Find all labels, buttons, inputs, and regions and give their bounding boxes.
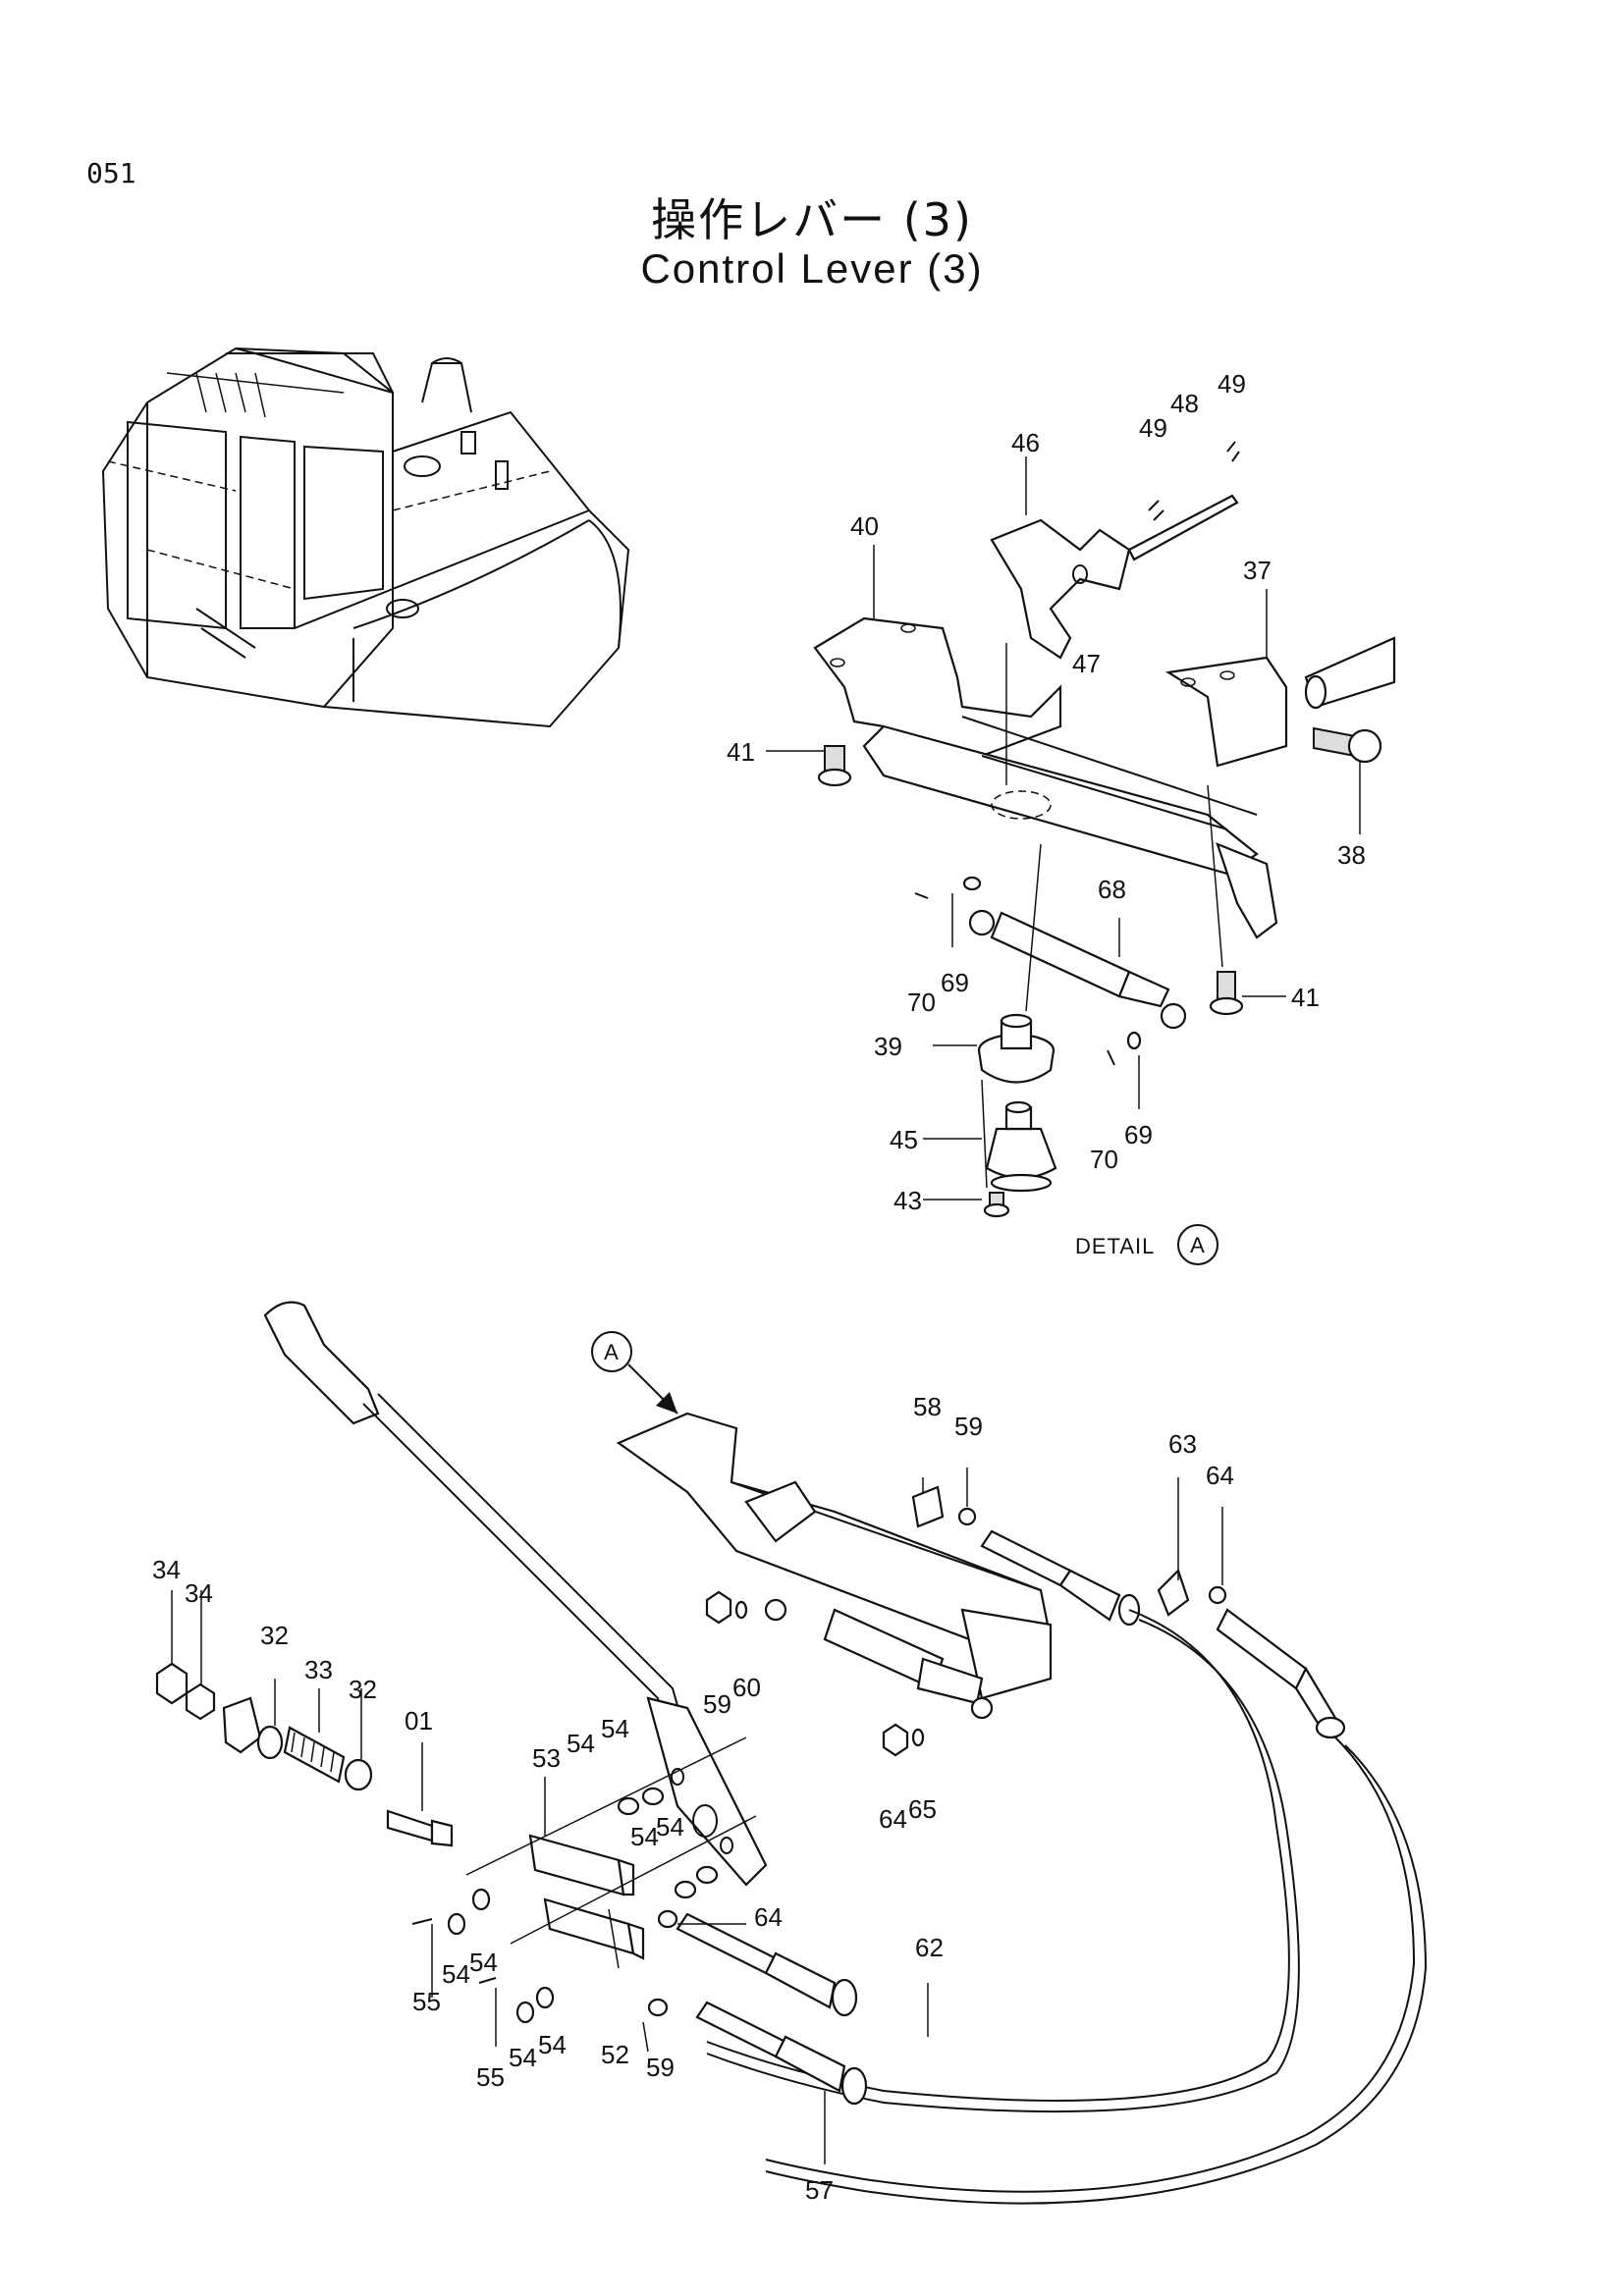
part-label: 52 <box>601 2040 629 2069</box>
part-label: 48 <box>1170 389 1199 418</box>
part-label: 55 <box>476 2062 505 2092</box>
title-english: Control Lever (3) <box>640 245 984 292</box>
part-label: 33 <box>304 1655 333 1684</box>
detail-a-assembly <box>813 441 1396 1218</box>
part-label: 54 <box>567 1729 595 1758</box>
part-label: 58 <box>913 1392 942 1421</box>
part-label: 63 <box>1168 1429 1197 1459</box>
part-label: 55 <box>412 1987 441 2016</box>
part-label: 59 <box>703 1689 731 1719</box>
part-label: 59 <box>646 2053 675 2082</box>
part-label: 54 <box>538 2030 567 2059</box>
part-label: 64 <box>754 1902 783 1932</box>
part-label: 01 <box>405 1706 433 1735</box>
part-label: 32 <box>260 1621 289 1650</box>
part-label: 54 <box>442 1959 470 1989</box>
part-label: 54 <box>509 2043 537 2072</box>
part-label: 45 <box>890 1125 918 1154</box>
part-labels: 49 49 48 46 40 37 47 41 38 68 70 69 41 3… <box>152 369 1366 2205</box>
part-label: 43 <box>893 1186 922 1215</box>
part-label: 57 <box>805 2175 834 2205</box>
part-label: 54 <box>656 1812 684 1842</box>
page-code: 051 <box>86 157 136 189</box>
detail-marker-letter: A <box>1190 1233 1206 1257</box>
part-label: 40 <box>850 511 879 541</box>
part-label: 54 <box>601 1714 629 1743</box>
leader-lines <box>171 456 1361 2164</box>
part-label: 39 <box>874 1032 902 1061</box>
part-label: 60 <box>732 1673 761 1702</box>
part-label: 47 <box>1072 649 1101 678</box>
title-japanese: 操作レバー (3) <box>651 193 973 246</box>
part-label: 70 <box>1090 1145 1118 1174</box>
callout-a: A <box>591 1331 678 1415</box>
part-label: 38 <box>1337 840 1366 870</box>
callout-a-letter: A <box>604 1340 620 1364</box>
part-label: 49 <box>1139 413 1167 443</box>
detail-label-text: DETAIL <box>1075 1234 1155 1258</box>
part-label: 32 <box>349 1675 377 1704</box>
part-label: 65 <box>908 1794 937 1824</box>
part-label: 41 <box>1291 983 1320 1012</box>
part-label: 34 <box>152 1555 181 1584</box>
part-label: 64 <box>1206 1461 1234 1490</box>
part-label: 34 <box>185 1578 213 1608</box>
detail-a-label: DETAIL A <box>1075 1224 1218 1265</box>
part-label: 68 <box>1098 875 1126 904</box>
part-label: 53 <box>532 1743 561 1773</box>
part-label: 69 <box>1124 1120 1153 1149</box>
part-label: 54 <box>630 1822 659 1851</box>
part-label: 37 <box>1243 556 1272 585</box>
part-label: 70 <box>907 988 936 1017</box>
part-label: 62 <box>915 1933 944 1962</box>
part-label: 49 <box>1218 369 1246 399</box>
part-label: 69 <box>941 968 969 997</box>
part-label: 64 <box>879 1804 907 1834</box>
lower-assembly <box>155 1301 1428 2205</box>
part-label: 54 <box>469 1948 498 1977</box>
machine-overview-illustration <box>101 347 630 728</box>
part-label: 41 <box>727 737 755 767</box>
part-label: 46 <box>1011 428 1040 457</box>
part-label: 59 <box>954 1412 983 1441</box>
